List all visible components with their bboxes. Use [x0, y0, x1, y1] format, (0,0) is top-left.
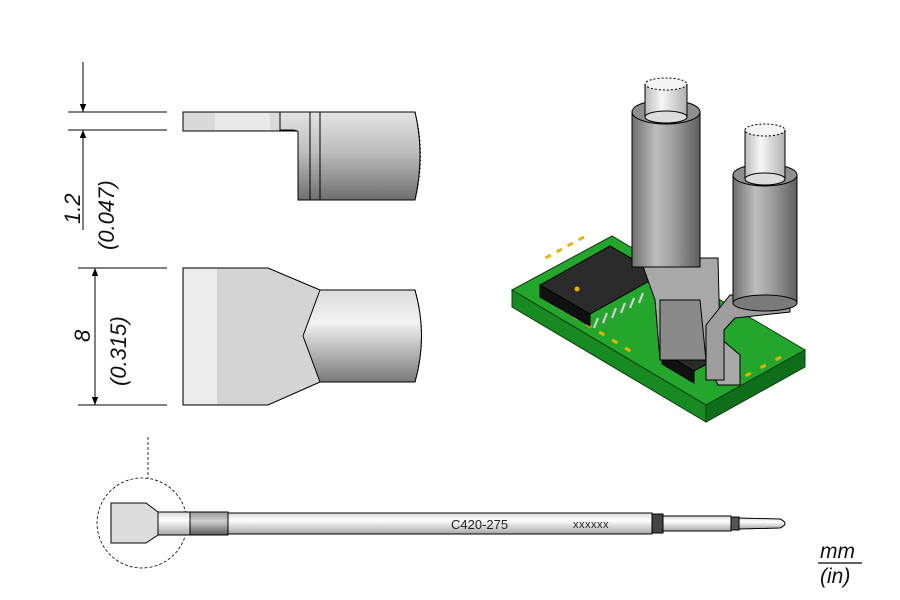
tool1-cylinder [631, 111, 701, 268]
tool1-insert-top [644, 77, 688, 91]
tool1-insert-bottom [644, 110, 688, 124]
tip-body-top [302, 289, 422, 383]
tip-collar [189, 511, 229, 536]
thickness-in: (0.047) [94, 180, 119, 250]
ic-leads [592, 292, 645, 329]
tool2-cylinder [732, 174, 798, 304]
tool1-blade-face [659, 299, 707, 361]
blade-top-highlight [184, 269, 217, 404]
unit-mm: mm [820, 540, 855, 563]
tip-neck [157, 511, 191, 536]
thickness-mm: 1.2 [60, 193, 85, 224]
pcb-right-edge [705, 349, 806, 423]
tool2-insert-top [744, 123, 786, 137]
unit-in: (in) [820, 565, 850, 588]
tip-body-side [309, 111, 421, 201]
application-illustration [510, 77, 807, 423]
ic-pin1-dot [574, 286, 580, 292]
blade-highlight [215, 113, 270, 130]
break-line [414, 289, 422, 383]
shaft-band [651, 513, 664, 534]
tool2-cylinder-bottom [732, 294, 798, 312]
shaft-taper [662, 515, 732, 532]
shaft-end [738, 517, 786, 530]
tool2-insert-bottom [744, 172, 786, 186]
ic-chip-side [539, 284, 591, 327]
tool2-insert [744, 129, 786, 179]
serial-mark: xxxxxx [573, 519, 609, 531]
shaft-ring [730, 516, 740, 531]
units-label: mm (in) [818, 540, 862, 588]
width-in: (0.315) [106, 316, 131, 386]
top-view: 8 (0.315) [70, 267, 422, 406]
break-line [414, 111, 421, 201]
part-number: C420-275 [451, 517, 508, 532]
tip-blade-small [110, 502, 159, 544]
side-view: 1.2 (0.047) [60, 62, 421, 250]
width-mm: 8 [70, 329, 95, 342]
full-tip-view: C420-275 xxxxxx [96, 437, 786, 569]
